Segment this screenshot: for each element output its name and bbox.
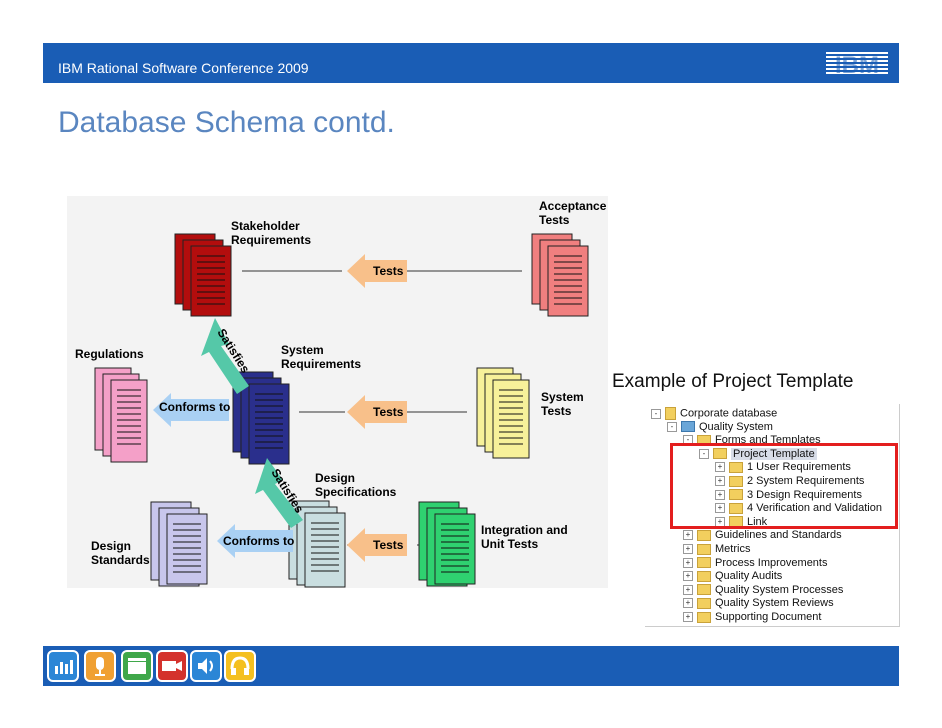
folder-icon: [697, 544, 711, 555]
expand-toggle-icon[interactable]: +: [683, 558, 693, 568]
tree-item-label: Metrics: [715, 543, 750, 555]
expand-toggle-icon[interactable]: +: [683, 612, 693, 622]
tree-item[interactable]: - Quality System: [667, 421, 773, 433]
label-integration-line1: Integration and: [481, 523, 568, 537]
tree-item-label: Supporting Document: [715, 611, 821, 623]
label-design-std-line1: Design: [91, 539, 131, 553]
design-std-docs: [151, 502, 207, 586]
tree-item-label: Quality System Reviews: [715, 597, 834, 609]
label-system-tests-line2: Tests: [541, 404, 572, 418]
acceptance-docs: [532, 234, 588, 316]
expand-toggle-icon[interactable]: +: [683, 530, 693, 540]
label-regulations: Regulations: [75, 347, 144, 361]
expand-toggle-icon[interactable]: +: [683, 544, 693, 554]
chart-icon[interactable]: [47, 650, 79, 682]
label-stakeholder-line2: Requirements: [231, 233, 311, 247]
video-camera-icon[interactable]: [156, 650, 188, 682]
stakeholder-docs: [175, 234, 231, 316]
conference-label: IBM Rational Software Conference 2009: [58, 60, 309, 76]
expand-toggle-icon[interactable]: +: [683, 598, 693, 608]
tree-item[interactable]: + Guidelines and Standards: [683, 529, 842, 541]
tree-item[interactable]: - Corporate database: [651, 407, 777, 420]
tests-label-3: Tests: [373, 538, 404, 552]
label-design-spec-line2: Specifications: [315, 485, 397, 499]
collapse-toggle-icon[interactable]: -: [651, 409, 661, 419]
label-system-req-line2: Requirements: [281, 357, 361, 371]
microphone-icon[interactable]: [84, 650, 116, 682]
folder-icon: [697, 557, 711, 568]
label-system-req-line1: System: [281, 343, 324, 357]
headphones-icon[interactable]: [224, 650, 256, 682]
tree-item-label: Quality System: [699, 421, 773, 433]
conforms-label-2: Conforms to: [223, 534, 294, 548]
tree-item[interactable]: + Process Improvements: [683, 557, 827, 569]
tests-label-2: Tests: [373, 405, 404, 419]
speaker-icon[interactable]: [190, 650, 222, 682]
collapse-toggle-icon[interactable]: -: [667, 422, 677, 432]
label-stakeholder: StakeholderRequirements: [231, 219, 311, 247]
tree-item-label: Corporate database: [680, 407, 777, 419]
expand-toggle-icon[interactable]: +: [683, 585, 693, 595]
system-tests-docs: [477, 368, 529, 458]
ibm-logo: IBM: [822, 46, 892, 80]
folder-icon: [697, 612, 711, 623]
label-acceptance-line1: Acceptance: [539, 199, 607, 213]
tree-item-label: Guidelines and Standards: [715, 529, 842, 541]
tree-item[interactable]: + Quality System Processes: [683, 584, 843, 596]
folder-icon: [697, 584, 711, 595]
tree-item[interactable]: + Metrics: [683, 543, 750, 555]
database-icon: [665, 407, 676, 420]
tree-item[interactable]: + Quality Audits: [683, 570, 782, 582]
label-integration-line2: Unit Tests: [481, 537, 538, 551]
folder-icon: [697, 530, 711, 541]
label-system-tests-line1: System: [541, 390, 584, 404]
tree-item-label: Quality System Processes: [715, 584, 843, 596]
label-design-spec-line1: Design: [315, 471, 355, 485]
folder-icon: [697, 598, 711, 609]
folder-icon: [681, 421, 695, 432]
highlight-box: [670, 443, 898, 529]
svg-text:IBM: IBM: [835, 52, 879, 79]
folder-icon: [697, 571, 711, 582]
tree-item-label: Quality Audits: [715, 570, 782, 582]
integration-docs: [419, 502, 475, 586]
expand-toggle-icon[interactable]: +: [683, 571, 693, 581]
clapperboard-icon[interactable]: [121, 650, 153, 682]
tree-item[interactable]: + Supporting Document: [683, 611, 821, 623]
tree-item-label: Process Improvements: [715, 557, 827, 569]
label-acceptance-line2: Tests: [539, 213, 570, 227]
label-design-std-line2: Standards: [91, 553, 150, 567]
regulations-docs: [95, 368, 147, 462]
label-stakeholder-line1: Stakeholder: [231, 219, 300, 233]
conforms-label-1: Conforms to: [159, 400, 230, 414]
slide-title: Database Schema contd.: [58, 106, 395, 140]
tree-item[interactable]: + Quality System Reviews: [683, 597, 834, 609]
tests-label-1: Tests: [373, 264, 404, 278]
example-caption: Example of Project Template: [612, 371, 854, 393]
